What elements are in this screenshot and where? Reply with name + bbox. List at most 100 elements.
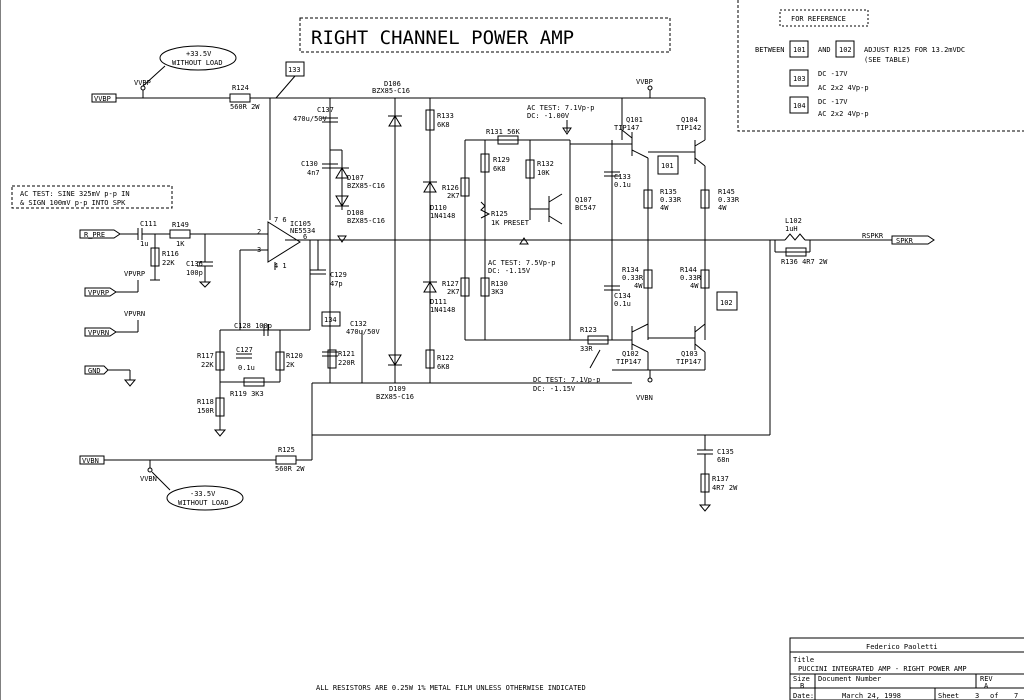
r134-power: 4W (634, 282, 643, 290)
q101-ref: Q101 (626, 116, 643, 124)
preset-r125 (480, 201, 491, 219)
notes-see-table: (SEE TABLE) (864, 56, 910, 64)
transistor-q102-emitter (631, 343, 649, 353)
d111-ref: D111 (430, 298, 447, 306)
net-vpvrp-label: VPVRP (124, 270, 145, 278)
port-vpvrn-label: VPVRN (88, 329, 109, 337)
ac-test-input-line1: AC TEST: SINE 325mV p-p IN (20, 190, 130, 198)
c128-ref: C128 100p (234, 322, 272, 330)
port-vpvrn (84, 327, 117, 337)
l102-value: 1uH (785, 225, 798, 233)
d107-ref: D107 (347, 174, 364, 182)
r117-ref: R117 (197, 352, 214, 360)
r126-ref: R126 (442, 184, 459, 192)
resistor-r116 (150, 247, 160, 267)
q101-value: TIP147 (614, 124, 639, 132)
r137-value: 4R7 2W (712, 484, 738, 492)
notes-between: BETWEEN (755, 46, 785, 54)
arrow (562, 127, 572, 135)
transistor-q102-collector (631, 323, 649, 333)
c111-ref: C111 (140, 220, 157, 228)
r144-ref: R144 (680, 266, 697, 274)
resistor-r119 (243, 377, 265, 387)
flag-101-label: 101 (661, 162, 674, 170)
pin-6: 6 (303, 233, 307, 241)
d108-value: BZX85-C16 (347, 217, 385, 225)
q104-value: TIP142 (676, 124, 701, 132)
diode-d108 (335, 195, 349, 207)
resistor-r133 (425, 109, 435, 131)
ground (198, 281, 212, 288)
r133-ref: R133 (437, 112, 454, 120)
tb-docnum-label: Document Number (818, 675, 881, 683)
flag-133-label: 133 (288, 66, 301, 74)
c135-ref: C135 (717, 448, 734, 456)
r125b-ref: R125 (278, 446, 295, 454)
r122-value: 6K8 (437, 363, 450, 371)
r121-value: 220R (338, 359, 356, 367)
notes-104-dc: DC -17V (818, 98, 848, 106)
c129-ref: C129 (330, 271, 347, 279)
net-rspkr-label: RSPKR (862, 232, 884, 240)
resistor-r131 (497, 135, 519, 145)
d110-ref: D110 (430, 204, 447, 212)
notes-frame (737, 0, 1024, 132)
diode-d107 (335, 167, 349, 179)
r130-ref: R130 (491, 280, 508, 288)
d109-ref: D109 (389, 385, 406, 393)
resistor-r137 (700, 473, 710, 493)
arrow (337, 235, 347, 243)
r119-ref: R119 3K3 (230, 390, 264, 398)
tb-rev: A (984, 682, 989, 690)
diode-d106 (388, 115, 402, 127)
d107-value: BZX85-C16 (347, 182, 385, 190)
net-node (147, 467, 153, 473)
tb-title-label: Title (793, 656, 814, 664)
c134-value: 0.1u (614, 300, 631, 308)
r126-value: 2K7 (447, 192, 460, 200)
schematic-title: RIGHT CHANNEL POWER AMP (311, 27, 574, 49)
c137-ref: C137 (317, 106, 334, 114)
d110-value: 1N4148 (430, 212, 455, 220)
r130-value: 3K3 (491, 288, 504, 296)
tb-date: March 24, 1998 (842, 692, 901, 700)
bubble-vvbn (166, 485, 244, 511)
port-r-pre-label: R_PRE (84, 231, 105, 239)
resistor-r136 (785, 247, 807, 257)
tb-rev-label: REV (980, 675, 993, 683)
c130-value: 4n7 (307, 169, 320, 177)
r123-ref: R123 (580, 326, 597, 334)
r124-ref: R124 (232, 84, 249, 92)
opamp-ic105 (267, 221, 301, 263)
resistor-r127 (460, 277, 470, 297)
c133-value: 0.1u (614, 181, 631, 189)
ground (698, 504, 712, 512)
dc-test-bottom-line1: DC TEST: 7.1Vp-p (533, 376, 600, 384)
r134-ref: R134 (622, 266, 639, 274)
port-spkr-label: SPKR (896, 237, 914, 245)
r117-value: 22K (201, 361, 214, 369)
c130-ref: C130 (301, 160, 318, 168)
resistor-r125b (275, 455, 297, 465)
resistor-r126 (460, 177, 470, 197)
bubble-vvbp-line2: WITHOUT LOAD (172, 59, 223, 67)
notes-flag-102 (835, 40, 855, 58)
resistor-r135 (643, 189, 653, 209)
inductor-l102 (784, 233, 806, 241)
d108-ref: D108 (347, 209, 364, 217)
diode-d111 (423, 281, 437, 293)
transistor-q107-collector (548, 193, 563, 203)
r135-value: 0.33R (660, 196, 682, 204)
transistor-q103-collector (694, 323, 706, 333)
r120-value: 2K (286, 361, 295, 369)
leader (151, 471, 171, 491)
r131-ref: R131 56K (486, 128, 521, 136)
q107-value: BC547 (575, 204, 596, 212)
port-vvbn-label: VVBN (82, 457, 99, 465)
c137-value: 470u/50V (293, 115, 328, 123)
net-node (647, 85, 653, 91)
r144-power: 4W (690, 282, 699, 290)
r135-power: 4W (660, 204, 669, 212)
tb-date-label: Date: (793, 692, 814, 700)
flag-102-label: 102 (720, 299, 733, 307)
